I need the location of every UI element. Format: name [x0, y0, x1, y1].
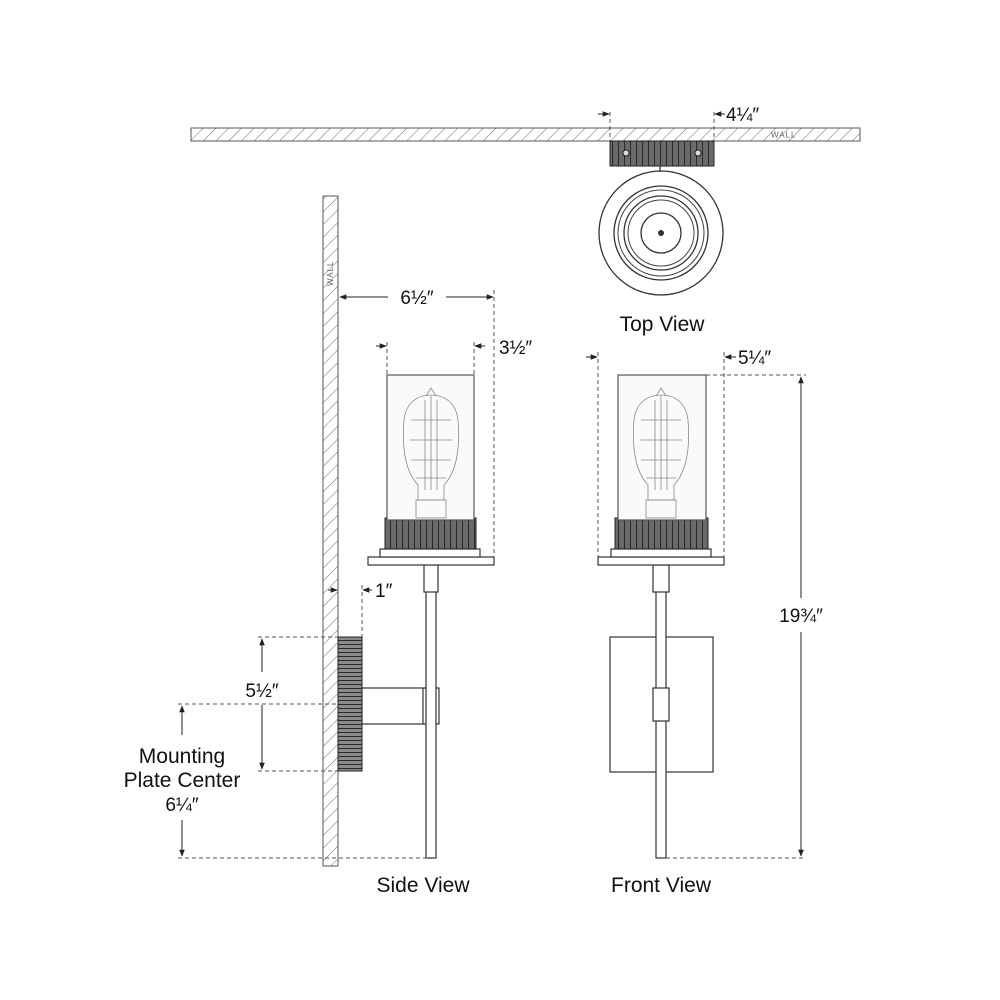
dim-side-plate-depth: 1″ — [328, 581, 393, 637]
dim-side-plate-depth-label: 1″ — [375, 581, 393, 602]
front-glass — [617, 374, 707, 521]
top-view: WALL 4¼″ Top View — [190, 105, 861, 336]
dim-front-shade-label: 5¼″ — [738, 348, 771, 369]
side-socket-cup — [384, 517, 477, 550]
front-tray-rim — [610, 548, 712, 558]
side-view: WALL — [124, 195, 532, 897]
dim-top-backplate-label: 4¼″ — [726, 105, 759, 126]
front-socket-cup — [614, 517, 709, 550]
front-tray — [597, 556, 725, 566]
dim-front-height-label: 19¾″ — [779, 606, 823, 627]
dim-front-height: 19¾″ — [666, 374, 823, 859]
side-view-caption: Side View — [376, 874, 470, 897]
top-wall-label: WALL — [771, 131, 797, 140]
side-backplate — [337, 636, 363, 772]
side-arm — [361, 687, 425, 725]
side-wall-label: WALL — [326, 261, 335, 287]
dim-side-shade: 3½″ — [376, 338, 532, 375]
top-screw-left — [622, 149, 630, 157]
top-screw-right — [694, 149, 702, 157]
front-bulb — [632, 387, 690, 519]
dim-side-extension: 6½″ — [339, 288, 495, 557]
front-stem — [655, 589, 667, 859]
mounting-label-line1: Mounting — [139, 745, 225, 768]
front-knuckle — [652, 687, 670, 722]
top-shade-rings — [598, 170, 724, 296]
side-bulb — [402, 387, 460, 519]
mounting-label-value: 6¼″ — [165, 795, 198, 816]
dim-side-plate-height-label: 5½″ — [245, 681, 278, 702]
front-view: 5¼″ 19¾″ Front View — [586, 348, 823, 897]
dim-mounting-center: Mounting Plate Center 6¼″ — [124, 703, 428, 859]
side-stem-collar — [423, 564, 439, 593]
side-tray — [367, 556, 495, 566]
mounting-label-line2: Plate Center — [124, 769, 241, 792]
dim-side-extension-label: 6½″ — [400, 288, 433, 309]
top-view-caption: Top View — [620, 313, 706, 336]
top-wall — [190, 127, 861, 142]
front-view-caption: Front View — [611, 874, 712, 897]
side-tray-rim — [379, 548, 481, 558]
dim-front-shade: 5¼″ — [586, 348, 771, 557]
side-glass — [386, 374, 475, 521]
front-stem-collar — [652, 564, 670, 593]
side-wall — [322, 195, 339, 867]
dim-top-backplate: 4¼″ — [598, 105, 759, 141]
dim-side-plate-height: 5½″ — [245, 636, 338, 772]
dim-side-shade-label: 3½″ — [499, 338, 532, 359]
side-stem — [425, 589, 437, 859]
